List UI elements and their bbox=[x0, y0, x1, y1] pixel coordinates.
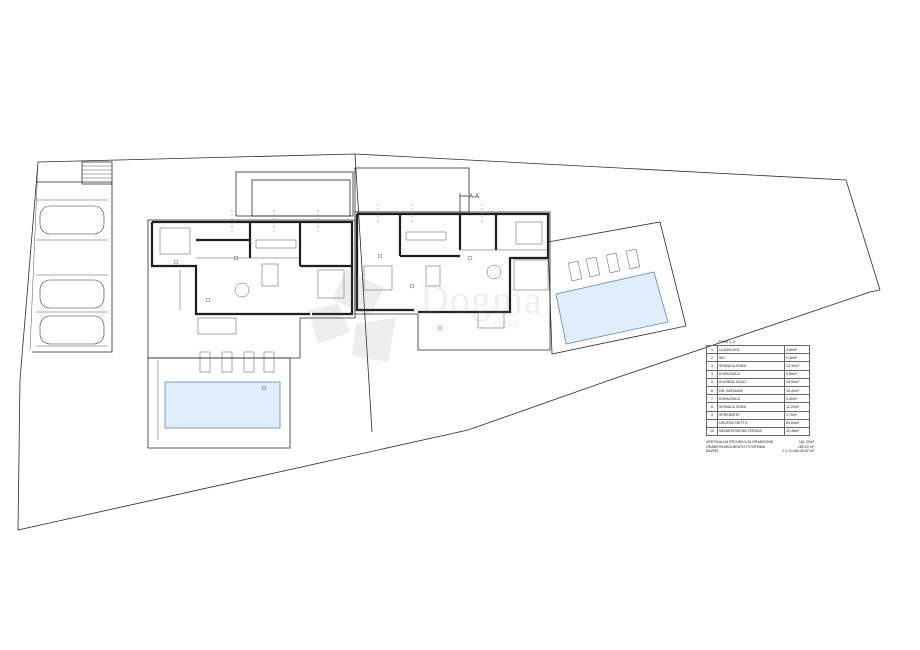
legend-room-number bbox=[706, 418, 718, 428]
summary-label: GRAĐEVINSKA BRUTO POVRŠINA bbox=[706, 444, 765, 449]
summary-row: GRAĐEVINSKA BRUTO POVRŠINA 180,20 m² bbox=[706, 445, 814, 450]
parked-car-3 bbox=[39, 315, 105, 345]
legend-room-number: 1 bbox=[706, 344, 718, 355]
legend-room-name: DN. BORAVAK bbox=[717, 385, 785, 396]
legend-room-name: NENATKRIVENA TERASA bbox=[717, 426, 785, 437]
legend-room-name: SPAVAĆA SOBA bbox=[717, 361, 785, 371]
bed-icon bbox=[159, 227, 191, 255]
bed-icon bbox=[317, 269, 345, 299]
kitchen-counter-icon bbox=[255, 239, 297, 249]
sofa-icon bbox=[234, 282, 250, 298]
parked-car-2 bbox=[39, 279, 105, 309]
legend-room-name: KUPAONICA bbox=[717, 394, 785, 404]
bed-icon bbox=[513, 259, 549, 291]
legend-room-area: 15,40m² bbox=[784, 385, 810, 396]
summary-value: 2 X 24,96=49,92 m² bbox=[782, 449, 814, 454]
legend-room-area: 2,70m² bbox=[784, 410, 810, 420]
sofa-icon bbox=[486, 264, 502, 280]
legend-title: STAN 1-2 bbox=[718, 339, 736, 344]
legend-room-name: UKUPNO NETTO bbox=[717, 418, 785, 428]
legend-room-name: SPAVAĆA SOBA bbox=[717, 402, 785, 412]
sunbed-icon bbox=[605, 252, 621, 274]
plot-boundary bbox=[17, 153, 881, 531]
legend-room-number: 9 bbox=[706, 410, 718, 420]
kitchen-counter-icon bbox=[405, 231, 447, 241]
sunbed-icon bbox=[199, 351, 211, 373]
pool-right bbox=[555, 271, 669, 345]
legend-room-area: 5,80m² bbox=[784, 369, 810, 379]
legend-room-number: 6 bbox=[706, 385, 718, 396]
legend-room-name: ULAZNI HOL bbox=[717, 344, 785, 355]
legend-room-area: 18,90m² bbox=[784, 377, 810, 387]
bed-icon bbox=[363, 265, 393, 291]
legend-room-area: 42,48m² bbox=[784, 426, 810, 437]
legend-room-name: SPREMIŠTE bbox=[717, 410, 785, 420]
legend-room-number: 4 bbox=[706, 369, 718, 379]
summary-row: VERTIKALNA PROJEKCIJA GRAĐEVINE 161,33m² bbox=[706, 440, 814, 445]
legend-room-number: 8 bbox=[706, 402, 718, 412]
sunbed-icon bbox=[221, 351, 233, 373]
summary-label: VERTIKALNA PROJEKCIJA GRAĐEVINE bbox=[706, 440, 774, 445]
section-marker: A-A bbox=[459, 193, 479, 215]
dimension-ticks bbox=[173, 204, 483, 391]
outdoor-table-icon bbox=[197, 317, 237, 335]
legend-room-area: 13,30m² bbox=[784, 361, 810, 371]
legend-room-name: KUHINJA, BLAG. bbox=[717, 377, 785, 387]
legend-room-number: 5 bbox=[706, 377, 718, 387]
unit-left bbox=[147, 219, 356, 359]
outdoor-table-icon bbox=[477, 311, 505, 329]
sunbed-icon bbox=[567, 260, 583, 282]
legend-room-number: 7 bbox=[706, 394, 718, 404]
sunbed-icon bbox=[263, 351, 275, 373]
dining-table-icon bbox=[425, 265, 441, 287]
legend-room-area: 4,60m² bbox=[784, 344, 810, 355]
legend-room-name: WC bbox=[717, 353, 785, 363]
sunbed-icon bbox=[585, 256, 601, 278]
legend-room-name: KUPAONICA bbox=[717, 369, 785, 379]
sunbed-icon bbox=[243, 351, 255, 373]
legend-room-area: 83,84m² bbox=[784, 418, 810, 428]
unit-right bbox=[354, 211, 551, 351]
legend-room-number: 3 bbox=[706, 361, 718, 371]
parking-area bbox=[32, 181, 113, 353]
section-marker-label: A-A bbox=[469, 194, 479, 200]
right-terrace bbox=[547, 221, 687, 355]
entrance-stairs bbox=[81, 161, 113, 185]
summary-row: BAZEN 2 X 24,96=49,92 m² bbox=[706, 449, 814, 454]
left-terrace bbox=[147, 351, 291, 449]
legend-room-area: 12,20m² bbox=[784, 402, 810, 412]
legend-room-number: 10 bbox=[706, 426, 718, 437]
pool-left bbox=[164, 381, 281, 429]
summary-label: BAZEN bbox=[706, 449, 718, 454]
top-enclosures bbox=[235, 167, 470, 217]
dining-table-icon bbox=[261, 263, 279, 287]
legend-room-number: 2 bbox=[706, 353, 718, 363]
sunbed-icon bbox=[625, 248, 641, 270]
summary-value: 161,33m² bbox=[798, 440, 814, 445]
legend-room-area: 3,40m² bbox=[784, 394, 810, 404]
bed-icon bbox=[515, 221, 543, 245]
summary-value: 180,20 m² bbox=[797, 444, 814, 449]
legend-room-area: 2,40m² bbox=[784, 353, 810, 363]
parked-car-1 bbox=[39, 205, 105, 235]
